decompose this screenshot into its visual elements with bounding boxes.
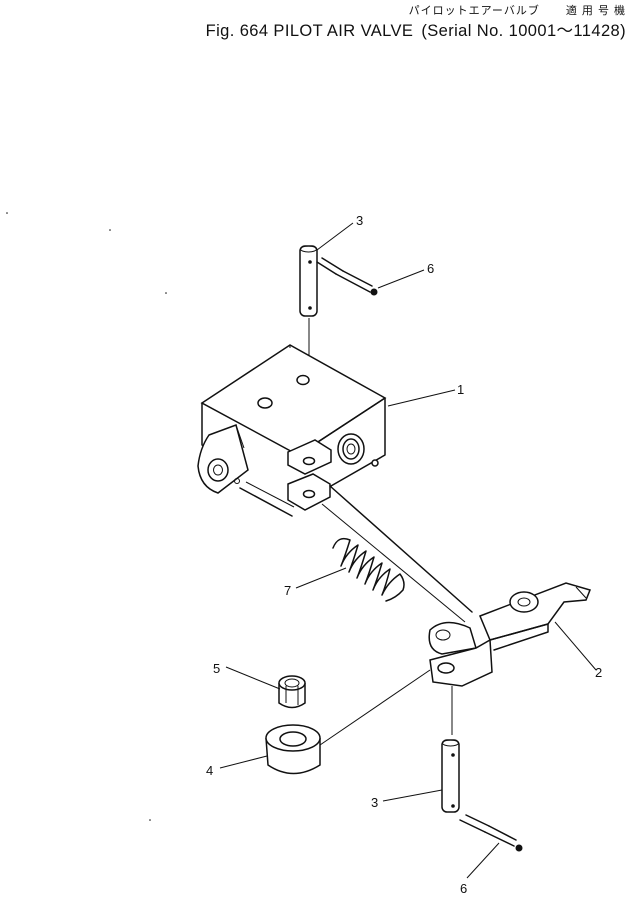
callout-6-top: 6 [427, 261, 434, 276]
leader-lines [219, 222, 597, 879]
serial-range: (Serial No. 10001～11428) [421, 22, 626, 40]
valve-body [197, 344, 473, 623]
callout-2: 2 [595, 665, 602, 680]
bushing-small [278, 675, 306, 709]
callout-4: 4 [206, 763, 213, 778]
figure-title: Fig. 664 PILOT AIR VALVE [205, 22, 414, 40]
bushing-large [265, 724, 321, 775]
spring [332, 537, 405, 602]
callout-6-bottom: 6 [460, 881, 467, 896]
callout-7: 7 [284, 583, 291, 598]
callout-3-top: 3 [356, 213, 363, 228]
figure-header: パイロットエアーバルブ 適 用 号 機 Fig. 664 PILOT AIR V… [206, 2, 626, 41]
callout-3-bottom: 3 [371, 795, 378, 810]
cotter-pin-bottom [459, 814, 523, 852]
title-line: Fig. 664 PILOT AIR VALVE (Serial No. 1000… [206, 17, 626, 41]
jp-title: パイロットエアーバルブ [408, 5, 540, 17]
jp-serial-label: 適 用 号 機 [565, 5, 626, 17]
jp-line: パイロットエアーバルブ 適 用 号 機 [206, 2, 626, 18]
cotter-pin-top [316, 257, 378, 296]
lever [428, 582, 592, 735]
pin-bottom [441, 739, 460, 813]
callout-1: 1 [457, 382, 464, 397]
callout-5: 5 [213, 661, 220, 676]
